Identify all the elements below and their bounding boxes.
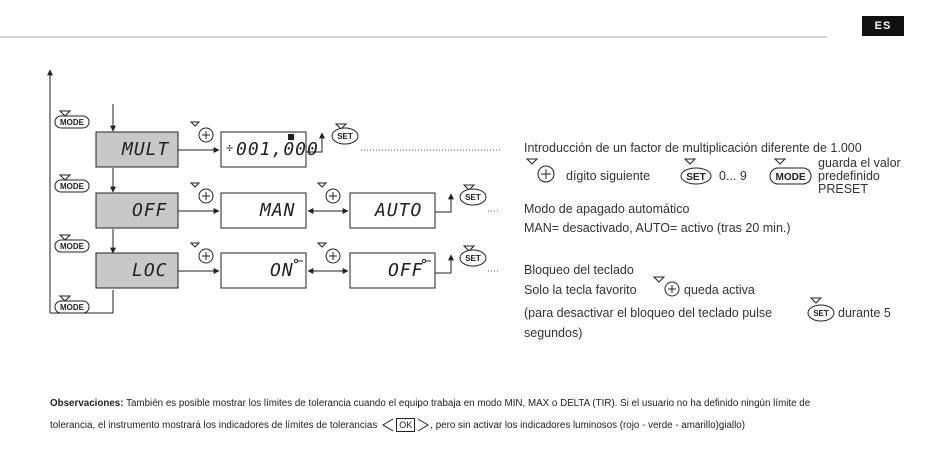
- menu-item-off: [95, 192, 179, 229]
- divide-sign: ÷: [226, 141, 235, 155]
- mult-description: Introducción de un factor de multiplicac…: [524, 141, 862, 155]
- svg-text:MODE: MODE: [60, 242, 85, 251]
- favorite-key-icon[interactable]: [189, 242, 214, 264]
- favorite-key-icon[interactable]: [189, 121, 214, 143]
- loc-description-line: segundos): [524, 326, 583, 340]
- lcd-on: [220, 252, 307, 289]
- observations-text: También es posible mostrar los límites d…: [126, 398, 811, 409]
- mode-saves-line: PRESET: [818, 182, 869, 196]
- observations-line: tolerancia, el instrumento mostrará los …: [50, 418, 745, 432]
- menu-label-mult: MULT: [122, 139, 170, 160]
- svg-text:MODE: MODE: [60, 118, 85, 127]
- key-lock-icon: [294, 258, 303, 264]
- menu-label-loc: LOC: [132, 260, 168, 281]
- multiplier-value: 001,000: [236, 139, 319, 160]
- digit-range-text: 0... 9: [719, 169, 747, 183]
- favorite-key-icon[interactable]: [316, 182, 341, 204]
- observations-text: , pero sin activar los indicadores lumin…: [430, 419, 745, 431]
- mode-key-icon: MODE: [769, 158, 812, 185]
- arrow-to-set: [435, 193, 454, 213]
- favorite-key-icon[interactable]: [316, 242, 341, 264]
- arrow-to-set: [306, 132, 325, 153]
- svg-text:MODE: MODE: [60, 182, 85, 191]
- mode-key-icon[interactable]: MODE: [54, 174, 90, 193]
- lcd-auto: [349, 192, 436, 229]
- set-key-icon[interactable]: SET: [331, 123, 359, 145]
- svg-text:MODE: MODE: [776, 172, 806, 183]
- arrow-to-set: [435, 254, 454, 274]
- option-man: MAN: [260, 200, 296, 221]
- svg-text:SET: SET: [465, 254, 481, 263]
- mode-key-icon[interactable]: MODE: [54, 110, 90, 129]
- set-key-icon[interactable]: SET: [459, 245, 487, 267]
- mode-saves-line: predefinido: [818, 169, 880, 183]
- svg-text:SET: SET: [813, 309, 829, 318]
- observations-label: Observaciones:: [50, 398, 124, 409]
- key-lock-icon: [422, 258, 431, 264]
- option-off: OFF: [388, 260, 424, 281]
- option-on: ON: [270, 260, 294, 281]
- loc-description-line: queda activa: [684, 283, 755, 297]
- off-description-detail: MAN= desactivado, AUTO= activo (tras 20 …: [524, 221, 791, 235]
- menu-item-loc: [95, 252, 179, 289]
- tolerance-ok-icon: OK: [396, 418, 416, 432]
- lcd-off: [349, 252, 436, 289]
- set-key-icon[interactable]: SET: [459, 184, 487, 206]
- menu-flow-diagram: MODE MODE MODE MODE: [47, 69, 500, 314]
- header-rule: [0, 36, 827, 38]
- language-badge: ES: [862, 16, 904, 36]
- svg-text:SET: SET: [686, 172, 705, 183]
- option-auto: AUTO: [375, 200, 423, 221]
- cursor-digit-marker: [288, 134, 294, 140]
- tolerance-low-icon: [382, 418, 394, 432]
- set-key-icon: SET: [807, 297, 835, 322]
- next-digit-text: dígito siguiente: [566, 169, 651, 183]
- loc-description-line: Solo la tecla favorito: [524, 283, 637, 297]
- favorite-key-icon: [652, 276, 680, 297]
- svg-text:SET: SET: [465, 193, 481, 202]
- favorite-key-icon: [525, 158, 555, 183]
- mode-key-icon[interactable]: MODE: [54, 234, 90, 253]
- favorite-key-icon[interactable]: [189, 182, 214, 204]
- mode-saves-text: guarda el valor predefinido PRESET: [818, 157, 901, 196]
- set-key-icon: SET: [680, 158, 712, 185]
- loc-description-line: durante 5: [838, 306, 891, 320]
- menu-label-off: OFF: [132, 200, 168, 221]
- loc-description-title: Bloqueo del teclado: [524, 263, 634, 277]
- mode-key-icon[interactable]: MODE: [54, 295, 90, 314]
- off-description-title: Modo de apagado automático: [524, 202, 690, 216]
- svg-text:SET: SET: [337, 132, 353, 141]
- tolerance-high-icon: [418, 418, 430, 432]
- observations-line: Observaciones: También es posible mostra…: [50, 398, 810, 409]
- mode-saves-line: guarda el valor: [818, 156, 901, 170]
- svg-text:MODE: MODE: [60, 303, 85, 312]
- observations-text: tolerancia, el instrumento mostrará los …: [50, 419, 378, 431]
- loc-description-line: (para desactivar el bloqueo del teclado …: [524, 306, 773, 320]
- lcd-man: [220, 192, 307, 229]
